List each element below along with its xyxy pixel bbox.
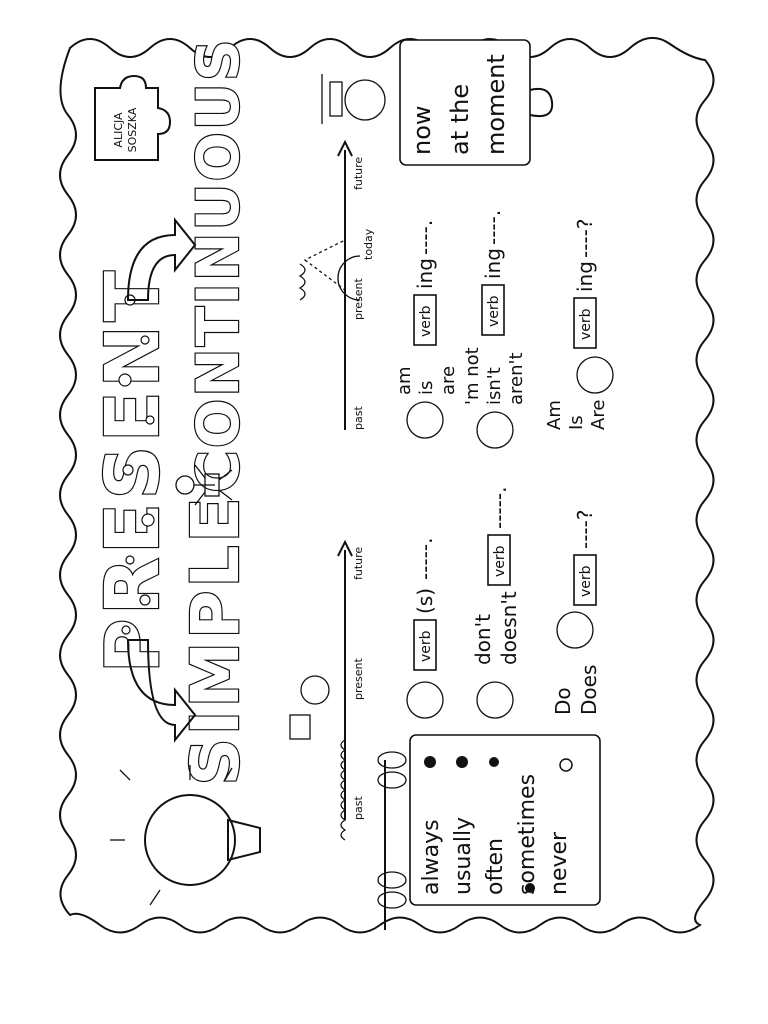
continuous-negative-tail: ----. [481, 210, 505, 245]
frequency-dot-empty [559, 758, 573, 772]
continuous-positive-verb-box: verb [418, 305, 434, 337]
calendar-icon [289, 714, 311, 740]
continuous-question-tail: ----? [573, 219, 597, 258]
simple-timeline: past present future [289, 539, 365, 841]
continuous-question-verb-box: verb [578, 308, 594, 340]
continuous-negative-aux1: 'm not [462, 347, 483, 405]
simple-timeline-present: present [352, 657, 365, 700]
happy-face-icon [406, 401, 444, 439]
continuous-question-suffix: ing [573, 261, 597, 292]
author-puzzle-tag: ALICJA SOSZKA [94, 74, 172, 161]
now-card: now at the moment [399, 39, 554, 166]
author-name-line2: SOSZKA [126, 107, 139, 152]
frequency-dot-full [424, 756, 436, 768]
continuous-positive-suffix: ing [413, 258, 437, 289]
simple-negative-aux2: doesn't [497, 591, 521, 665]
sad-face-icon [476, 681, 514, 719]
simple-negative-row: don't doesn't verb -----. [471, 487, 521, 719]
simple-positive-tail: -----. [413, 538, 437, 580]
continuous-negative-row: 'm not isn't aren't verb ing ----. [462, 210, 527, 449]
adverb-usually: usually [451, 817, 476, 895]
continuous-timeline-today: today [362, 228, 375, 260]
simple-negative-verb-box: verb [492, 545, 508, 577]
title-simple: SIMPLE [177, 494, 254, 785]
simple-timeline-past: past [352, 796, 365, 820]
continuous-negative-aux2: isn't [484, 367, 505, 405]
simple-question-verb-box: verb [578, 565, 594, 597]
continuous-question-aux1: Am [544, 400, 565, 430]
continuous-negative-suffix: ing [481, 248, 505, 279]
face-with-hat-icon [321, 74, 386, 124]
simple-question-tail: ----? [573, 510, 597, 549]
continuous-positive-aux2: is [416, 381, 437, 395]
now-line1: now [408, 105, 436, 155]
adverbs-card: always usually often sometimes never [377, 734, 601, 930]
frequency-dot-most [456, 756, 468, 768]
simple-question-aux2: Does [577, 665, 601, 715]
arrow-to-simple-icon [126, 639, 197, 743]
lightbulb-icon [110, 765, 261, 906]
continuous-timeline-future: future [352, 157, 365, 190]
title-continuous: CONTINUOUS [184, 37, 252, 492]
continuous-question-row: Am Is Are verb ing ----? [544, 219, 614, 430]
wavy-border [59, 37, 715, 934]
adverb-never: never [547, 831, 572, 895]
continuous-question-aux3: Are [588, 400, 609, 430]
sleepy-face-icon [300, 675, 330, 705]
simple-positive-row: verb (s) -----. [406, 538, 444, 719]
simple-question-aux1: Do [551, 687, 575, 715]
simple-timeline-future: future [352, 547, 365, 580]
simple-negative-aux1: don't [471, 614, 495, 665]
now-line3: moment [482, 54, 510, 155]
continuous-negative-verb-box: verb [486, 295, 502, 327]
sad-face-icon [476, 411, 514, 449]
continuous-positive-aux3: are [438, 366, 459, 395]
frequency-dot-quarter [525, 883, 535, 893]
title-dots [118, 294, 155, 635]
continuous-positive-aux1: am [394, 366, 415, 395]
question-face-icon [556, 611, 594, 649]
simple-positive-suffix: (s) [413, 588, 437, 614]
simple-negative-tail: -----. [487, 487, 511, 529]
simple-question-row: Do Does verb ----? [551, 510, 601, 715]
stick-figure-icon [175, 464, 233, 506]
adverb-often: often [483, 838, 508, 895]
adverb-always: always [419, 819, 444, 895]
simple-positive-verb-box: verb [418, 630, 434, 662]
author-name-line1: ALICJA [112, 112, 125, 148]
happy-face-icon [406, 681, 444, 719]
continuous-timeline-past: past [352, 406, 365, 430]
continuous-question-aux2: Is [566, 415, 587, 430]
continuous-negative-aux3: aren't [506, 352, 527, 405]
continuous-timeline-present: present [352, 277, 365, 320]
frequency-dot-half [489, 757, 499, 767]
continuous-positive-row: am is are verb ing ----. [394, 220, 459, 439]
adverb-sometimes: sometimes [515, 774, 540, 895]
continuous-positive-tail: ----. [413, 220, 437, 255]
continuous-timeline: past present today future [298, 139, 375, 430]
question-face-icon [576, 356, 614, 394]
now-line2: at the [446, 84, 474, 155]
arrow-to-continuous-icon [126, 217, 197, 301]
